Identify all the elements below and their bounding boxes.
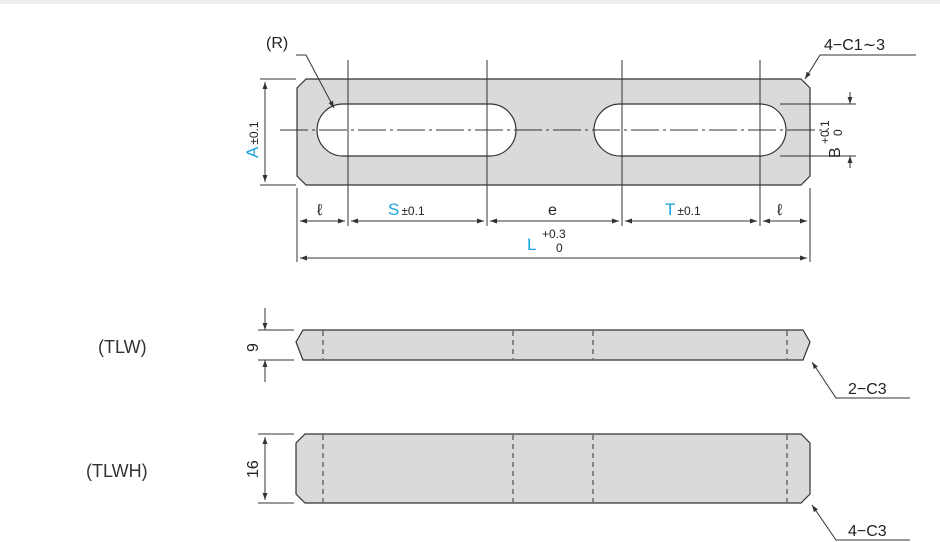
tlw-hidden-lines: [322, 331, 788, 359]
corner-chamfer-label: 4−C1∼3: [824, 37, 885, 54]
tlw-side-view: 9 2−C3: [245, 308, 910, 399]
radius-label: (R): [266, 35, 288, 52]
dim-S-label: S±0.1: [388, 200, 425, 219]
dim-T-label: T±0.1: [665, 200, 701, 219]
svg-text:L: L: [527, 235, 536, 254]
tlw-thickness-label: 9: [245, 343, 262, 352]
dim-e-label: e: [548, 202, 557, 219]
svg-text:0: 0: [556, 241, 563, 255]
tlwh-thickness-label: 16: [245, 460, 262, 478]
svg-text:+0.1: +0.1: [818, 120, 832, 144]
dim-A-label: A±0.1: [243, 121, 262, 158]
svg-text:A±0.1: A±0.1: [243, 121, 262, 158]
tlwh-chamfer-label: 4−C3: [848, 523, 887, 540]
dim-B-label: B +0.1 0: [818, 120, 845, 158]
dim-l-right: ℓ: [777, 202, 782, 219]
svg-text:B: B: [827, 147, 844, 158]
tlwh-plate-outline: [295, 433, 811, 504]
tlw-chamfer-label: 2−C3: [848, 381, 887, 398]
extension-lines: [260, 60, 856, 262]
svg-text:0: 0: [831, 129, 845, 136]
svg-text:+0.3: +0.3: [542, 227, 566, 241]
dimension-lines: [262, 54, 916, 261]
dim-l-left: ℓ: [317, 202, 322, 219]
tlwh-side-view: 16 4−C3: [245, 433, 910, 541]
tlwh-hidden-lines: [322, 435, 788, 502]
tlw-view-name: (TLW): [98, 337, 147, 357]
dim-L-label: L +0.3 0: [527, 227, 566, 255]
top-strip: [0, 0, 940, 4]
tlw-plate-outline: [295, 329, 811, 361]
tlwh-view-name: (TLWH): [86, 461, 148, 481]
top-view: (R) 4−C1∼3 A±0.1 B +0.1 0 ℓ S±0.1 e T±0.…: [243, 35, 916, 262]
